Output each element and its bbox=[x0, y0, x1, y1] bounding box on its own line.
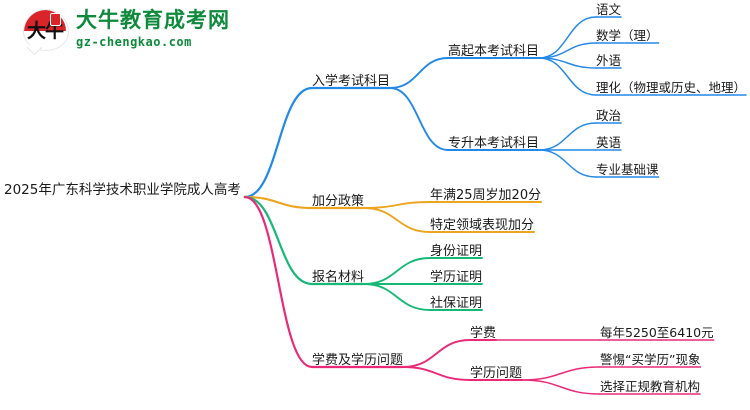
leaf-warn-buy[interactable]: 警惕“买学历”现象 bbox=[600, 352, 701, 367]
branch-node-tuition-degree[interactable]: 学费及学历问题 bbox=[312, 353, 404, 368]
connector-line bbox=[402, 366, 471, 381]
leaf-choose-official[interactable]: 选择正规教育机构 bbox=[600, 379, 701, 394]
branch-node-exam-subjects[interactable]: 入学考试科目 bbox=[312, 74, 391, 89]
leaf-waiyu[interactable]: 外语 bbox=[596, 53, 622, 68]
logo-brand-cn: 大牛教育成考网 bbox=[76, 8, 230, 32]
connector-line bbox=[243, 195, 314, 286]
connector-line bbox=[402, 339, 471, 368]
connector-line bbox=[538, 16, 597, 59]
connector-line bbox=[521, 379, 601, 395]
connector-line bbox=[243, 86, 314, 199]
node-degree-issue[interactable]: 学历问题 bbox=[470, 366, 523, 381]
node-gaoqiben[interactable]: 高起本考试科目 bbox=[448, 44, 540, 59]
node-zhuanshengben[interactable]: 专升本考试科目 bbox=[448, 136, 540, 151]
leaf-zhengzhi[interactable]: 政治 bbox=[596, 108, 622, 123]
node-id-proof[interactable]: 身份证明 bbox=[430, 244, 483, 259]
connector-line bbox=[521, 366, 601, 381]
leaf-yuwen[interactable]: 语文 bbox=[596, 2, 622, 17]
connector-line bbox=[363, 207, 431, 233]
leaf-tuition-range[interactable]: 每年5250至6410元 bbox=[600, 325, 714, 340]
node-special-field[interactable]: 特定领域表现加分 bbox=[430, 218, 535, 233]
leaf-lihua[interactable]: 理化（物理或历史、地理） bbox=[596, 80, 747, 95]
node-social-proof[interactable]: 社保证明 bbox=[430, 296, 483, 311]
connector-line bbox=[363, 257, 431, 285]
connector-line bbox=[538, 42, 597, 59]
connector-line bbox=[389, 57, 449, 89]
site-logo: 大牛 大牛教育成考网 gz-chengkao.com bbox=[22, 6, 229, 58]
connector-line bbox=[538, 57, 597, 96]
logo-dot-shape bbox=[50, 13, 61, 26]
connector-line bbox=[538, 149, 597, 178]
leaf-yingyu[interactable]: 英语 bbox=[596, 135, 622, 150]
logo-mark-icon: 大牛 bbox=[22, 8, 69, 56]
node-tuition[interactable]: 学费 bbox=[470, 326, 497, 341]
logo-wordmark: 大牛教育成考网 gz-chengkao.com bbox=[76, 8, 230, 50]
leaf-shuxue[interactable]: 数学（理） bbox=[596, 28, 659, 43]
branch-node-bonus-policy[interactable]: 加分政策 bbox=[312, 194, 365, 209]
connector-line bbox=[243, 195, 314, 369]
node-age25[interactable]: 年满25周岁加20分 bbox=[430, 188, 542, 203]
root-node[interactable]: 2025年广东科学技术职业学院成人高考 bbox=[4, 182, 241, 198]
leaf-zhuanye[interactable]: 专业基础课 bbox=[596, 162, 659, 177]
logo-ring-shape bbox=[23, 9, 69, 51]
connector-line bbox=[363, 283, 431, 311]
connector-line bbox=[389, 87, 449, 151]
connector-line bbox=[538, 122, 597, 151]
branch-node-application-materials[interactable]: 报名材料 bbox=[312, 270, 365, 285]
node-edu-proof[interactable]: 学历证明 bbox=[430, 270, 483, 285]
connector-line bbox=[243, 195, 314, 210]
connector-line bbox=[363, 201, 431, 209]
logo-brand-en: gz-chengkao.com bbox=[76, 35, 192, 49]
